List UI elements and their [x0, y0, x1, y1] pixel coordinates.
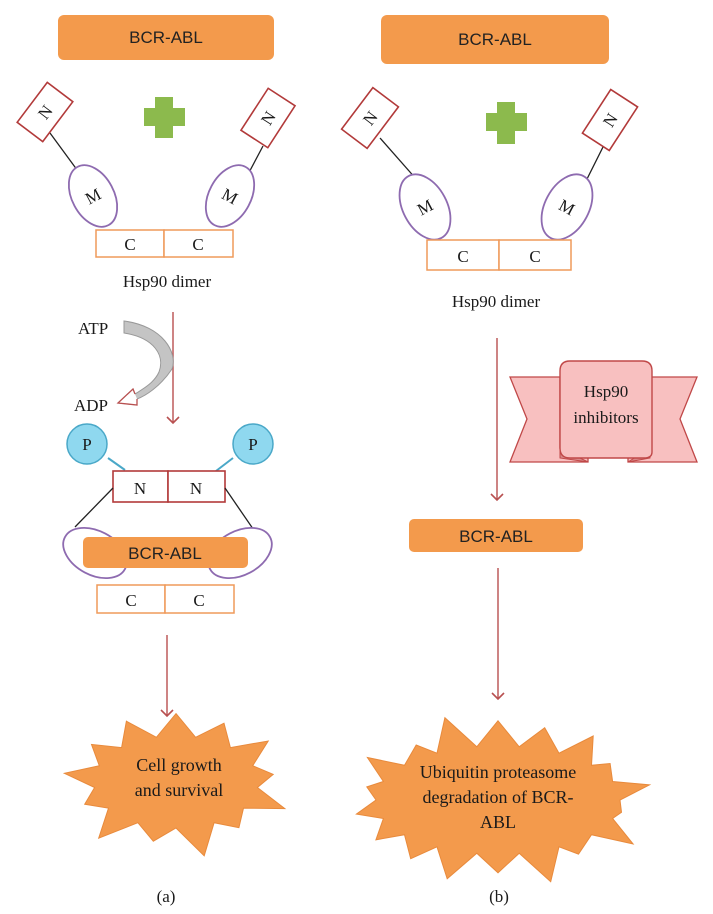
inhibitor-line2: inhibitors — [573, 408, 638, 427]
outcome-line2-a: and survival — [135, 780, 223, 800]
svg-text:N: N — [134, 479, 146, 498]
bcr-abl-bound: BCR-ABL — [83, 537, 248, 568]
phosphate-left: P — [66, 423, 108, 465]
atp-label: ATP — [78, 319, 108, 338]
inhibitor-line1: Hsp90 — [584, 382, 628, 401]
dimer-caption: Hsp90 dimer — [452, 292, 541, 311]
bcr-abl-mid: BCR-ABL — [409, 519, 583, 552]
n-domain-right: N — [581, 88, 639, 152]
phospho-link-right — [215, 457, 234, 472]
phosphate-right: P — [232, 423, 274, 465]
outcome-line3-b: ABL — [480, 812, 516, 832]
c-domain-pair-a: C C — [95, 229, 234, 258]
c-domain-pair-b: C C — [426, 239, 572, 271]
plus-icon — [144, 97, 185, 138]
svg-text:P: P — [82, 435, 91, 454]
m-domain-left: M — [398, 173, 452, 241]
dimer-caption: Hsp90 dimer — [123, 272, 212, 291]
panel-caption-a: (a) — [157, 887, 176, 906]
outcome-burst-a — [62, 712, 287, 857]
n-domain-left: N — [16, 81, 74, 143]
outcome-burst-b — [355, 716, 652, 883]
m-domain-right: M — [540, 173, 594, 241]
phospho-link-left — [107, 457, 126, 471]
m-domain-right: M — [204, 164, 256, 228]
c-domain-pair-closed: C C — [96, 584, 235, 614]
svg-text:BCR-ABL: BCR-ABL — [459, 527, 533, 546]
hsp90-inhibitor-banner: Hsp90 inhibitors — [509, 360, 698, 463]
bcr-abl-label: BCR-ABL — [458, 30, 532, 49]
panel-a: BCR-ABL N N M M — [16, 15, 297, 906]
panel-caption-b: (b) — [489, 887, 509, 906]
svg-text:C: C — [192, 235, 203, 254]
outcome-line1-a: Cell growth — [136, 755, 222, 775]
atp-adp-arrow — [116, 320, 174, 406]
svg-text:C: C — [457, 247, 468, 266]
svg-text:N: N — [190, 479, 202, 498]
svg-text:C: C — [193, 591, 204, 610]
n-domain-right: N — [239, 87, 297, 149]
n-domain-pair-closed: N N — [112, 470, 226, 503]
plus-icon — [486, 102, 527, 144]
closed-linker-left — [74, 487, 114, 528]
bcr-abl-top-b: BCR-ABL — [381, 15, 609, 64]
outcome-line1-b: Ubiquitin proteasome — [420, 762, 576, 782]
n-domain-left: N — [340, 86, 400, 150]
svg-text:BCR-ABL: BCR-ABL — [128, 544, 202, 563]
bcr-abl-top-a: BCR-ABL — [58, 15, 274, 60]
outcome-line2-b: degradation of BCR- — [423, 787, 574, 807]
m-domain-left: M — [67, 164, 119, 228]
svg-text:P: P — [248, 435, 257, 454]
bcr-abl-label: BCR-ABL — [129, 28, 203, 47]
adp-label: ADP — [74, 396, 108, 415]
panel-b: BCR-ABL N N M M C C Hsp — [340, 15, 698, 906]
linker-right — [584, 146, 604, 184]
svg-text:C: C — [125, 591, 136, 610]
svg-text:C: C — [124, 235, 135, 254]
linker-left — [379, 137, 418, 181]
svg-text:C: C — [529, 247, 540, 266]
